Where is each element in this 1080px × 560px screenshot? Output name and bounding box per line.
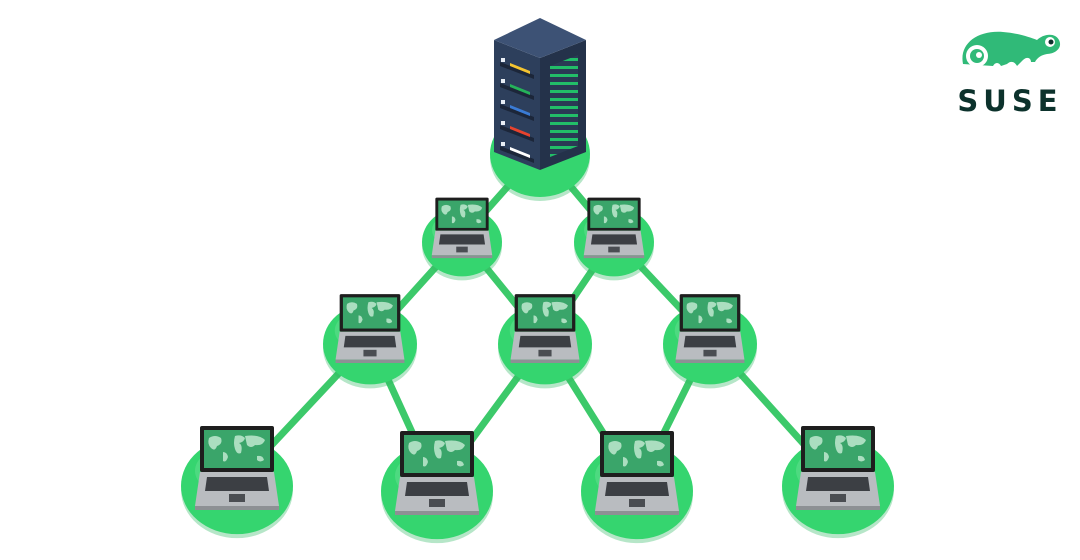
chameleon-icon [962,31,1061,67]
server-drive-bay [500,58,534,79]
logo-wordmark: SUSE [957,84,1063,118]
server-rack-icon [494,18,586,170]
laptop-nodes [195,197,880,515]
server-drive-bay [500,79,534,100]
laptop-world-map-icon [595,431,679,515]
laptop-world-map-icon [335,294,405,363]
laptop-world-map-icon [195,426,279,510]
laptop-world-map-icon [395,431,479,515]
server-drive-bay [500,100,534,121]
suse-logo: SUSE [955,22,1070,122]
laptop-world-map-icon [431,197,493,259]
server-top-face [494,18,586,58]
laptop-world-map-icon [675,294,745,363]
laptop-world-map-icon [583,197,645,259]
laptop-world-map-icon [796,426,880,510]
laptop-world-map-icon [510,294,580,363]
server-drive-bay [500,121,534,142]
server-drive-bay [500,142,534,163]
server-vent [550,55,578,157]
